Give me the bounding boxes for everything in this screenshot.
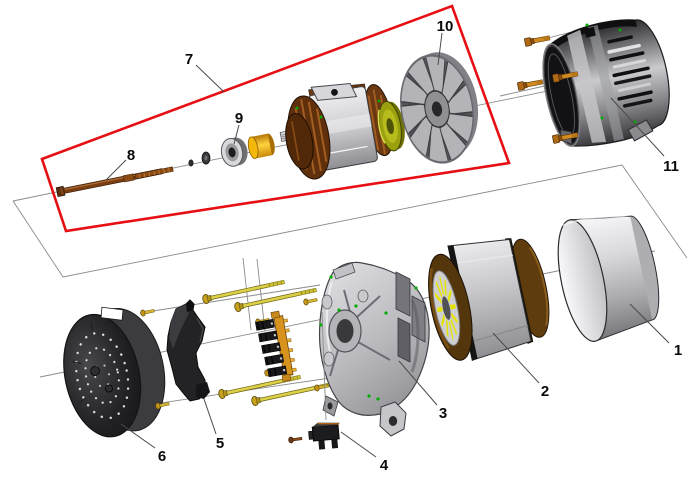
- cover-vent-slots: [607, 35, 653, 108]
- callout-label-1: 1: [674, 342, 682, 359]
- vertical-guide-line: [256, 258, 266, 332]
- callout-label-9: 9: [235, 110, 243, 127]
- leader-5: [203, 398, 217, 435]
- screw: [302, 296, 318, 306]
- callout-label-4: 4: [380, 457, 389, 474]
- callout-label-11: 11: [663, 158, 679, 175]
- part-cooling-fan: [397, 51, 479, 167]
- vent-holes-inner-ring: [84, 346, 120, 405]
- upper-bolts-guide-line: [139, 284, 321, 314]
- part-mounting-bracket: [166, 299, 210, 402]
- callout-labels: 1 2 3 4 5 6 7 8 9 10 11: [127, 18, 682, 474]
- brush-holder-guide-line: [321, 311, 327, 421]
- leader-2: [492, 332, 540, 384]
- part-outer-sleeve: [557, 215, 660, 342]
- brass-bolt: [523, 33, 551, 47]
- ground-plane-outline: [12, 164, 688, 278]
- leader-9: [233, 124, 240, 145]
- leader-11: [610, 97, 665, 157]
- vent-holes-outer-ring: [74, 332, 130, 420]
- part-stator: [428, 238, 550, 361]
- vertical-guide-line: [242, 257, 252, 331]
- leader-6: [120, 423, 156, 449]
- shaft-washers: [188, 151, 211, 167]
- rotor-assembly-highlight-box: [40, 4, 511, 233]
- leader-8: [105, 159, 127, 181]
- leader-3: [398, 360, 438, 406]
- stator-slot-wedges: [435, 276, 458, 340]
- leader-4: [340, 431, 377, 458]
- part-vented-cover: [63, 306, 166, 438]
- leader-7: [195, 64, 225, 93]
- part-rotor-shaft: [55, 166, 174, 198]
- washer-hole: [204, 155, 208, 161]
- callout-label-3: 3: [439, 405, 447, 422]
- part-rear-cover: [542, 19, 670, 147]
- callout-label-8: 8: [127, 147, 135, 164]
- callout-label-6: 6: [158, 448, 166, 465]
- brush-holder-screw: [288, 436, 303, 444]
- callout-label-2: 2: [541, 383, 549, 400]
- part-bearing: [220, 137, 248, 167]
- leader-1: [629, 303, 670, 344]
- brass-bolt: [516, 77, 544, 91]
- callout-label-5: 5: [216, 435, 224, 452]
- screw: [139, 307, 155, 317]
- housing-green-markers: [319, 275, 418, 401]
- rectifier-assembly: [255, 310, 297, 382]
- rotor-green-markers: [295, 99, 381, 119]
- leader-lines: [105, 32, 670, 458]
- part-rotor: [285, 82, 405, 180]
- bolt-guide-line: [499, 84, 550, 97]
- washer-small: [188, 159, 194, 167]
- callout-label-10: 10: [437, 18, 454, 35]
- cover-notch: [100, 306, 124, 321]
- part-brush-holder: [308, 422, 340, 450]
- leader-10: [437, 32, 443, 66]
- callout-label-7: 7: [185, 51, 193, 68]
- part-front-housing: [318, 261, 430, 437]
- diode-blocks: [255, 318, 288, 378]
- shaft-spacer: [247, 133, 275, 159]
